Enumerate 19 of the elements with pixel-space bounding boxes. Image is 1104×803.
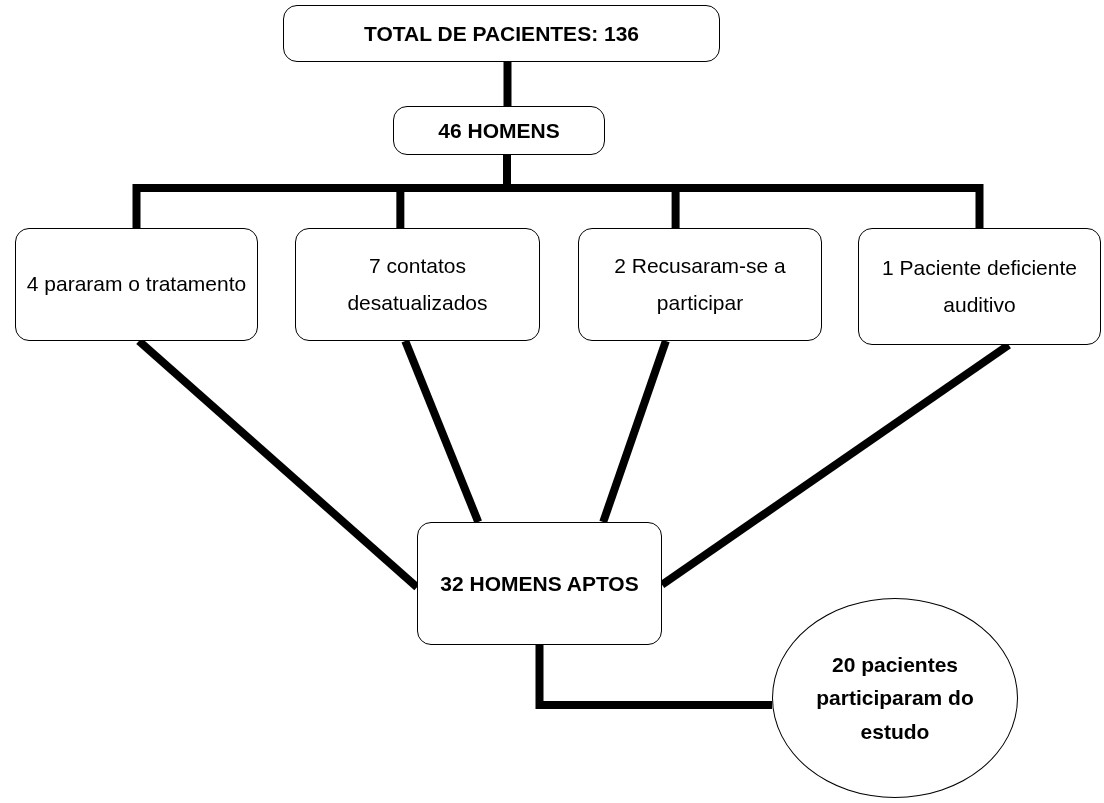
- node-label: 7 contatos desatualizados: [346, 252, 489, 316]
- connector-line: [503, 62, 512, 106]
- node-label: 46 HOMENS: [438, 117, 560, 144]
- connector-line: [401, 339, 482, 524]
- connector-line: [535, 645, 772, 709]
- process-box: [283, 5, 720, 62]
- node-label: 4 pararam o tratamento: [26, 271, 247, 298]
- process-box: [578, 228, 822, 341]
- node-label: 2 Recusaram-se a participar: [613, 252, 787, 316]
- node-label: 20 pacientes participaram do estudo: [815, 651, 975, 745]
- process-box: [858, 228, 1101, 345]
- process-box: [393, 106, 605, 155]
- process-box: [417, 522, 662, 645]
- node-label: 32 HOMENS APTOS: [440, 570, 639, 597]
- node-label: 1 Paciente deficiente auditivo: [881, 254, 1078, 318]
- connector-line: [599, 339, 670, 524]
- process-box: [295, 228, 540, 341]
- process-box: [15, 228, 258, 341]
- node-label: TOTAL DE PACIENTES: 136: [364, 20, 639, 47]
